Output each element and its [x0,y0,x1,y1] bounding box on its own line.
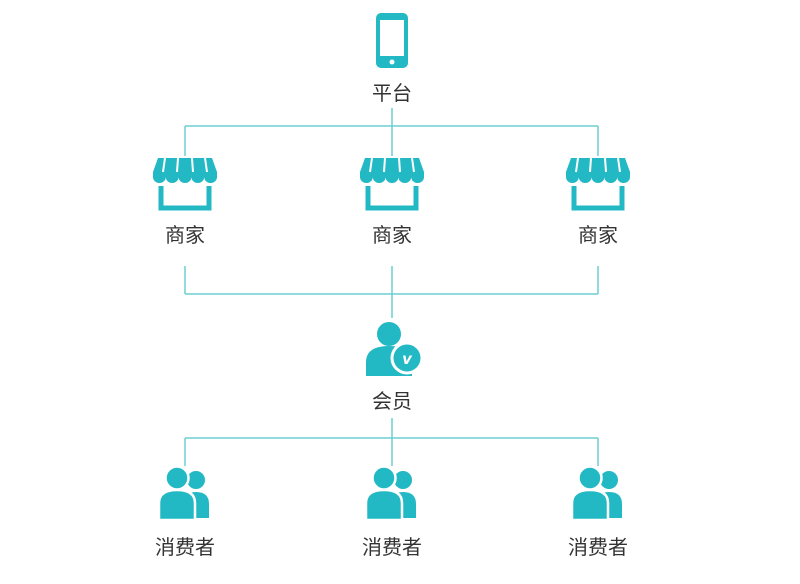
node-consumer: 消费者 [362,465,422,559]
verified-user-icon: v [366,322,424,376]
connector-platform-merchants [184,108,599,156]
node-consumer: 消费者 [568,465,628,559]
node-merchant: 商家 [566,158,630,247]
user-group-icon [570,465,624,522]
node-label-consumer: 消费者 [362,535,422,559]
node-member: v 会员 [366,322,424,413]
user-group-icon [157,465,211,522]
user-group-icon [364,465,418,522]
node-platform: 平台 [372,13,412,105]
node-label-consumer: 消费者 [155,535,215,559]
node-label-member: 会员 [372,389,412,413]
node-merchant: 商家 [153,158,217,247]
node-label-merchant: 商家 [165,223,205,247]
mobile-phone-icon [376,13,408,68]
node-label-merchant: 商家 [578,223,618,247]
connector-merchants-member [184,266,599,318]
storefront-icon [566,158,630,208]
node-label-platform: 平台 [372,81,412,105]
node-consumer: 消费者 [155,465,215,559]
storefront-icon [360,158,424,208]
node-label-merchant: 商家 [372,223,412,247]
verified-badge-glyph: v [402,350,413,368]
connector-member-consumers [184,418,599,466]
storefront-icon [153,158,217,208]
node-label-consumer: 消费者 [568,535,628,559]
node-merchant: 商家 [360,158,424,247]
connectors [184,108,599,466]
